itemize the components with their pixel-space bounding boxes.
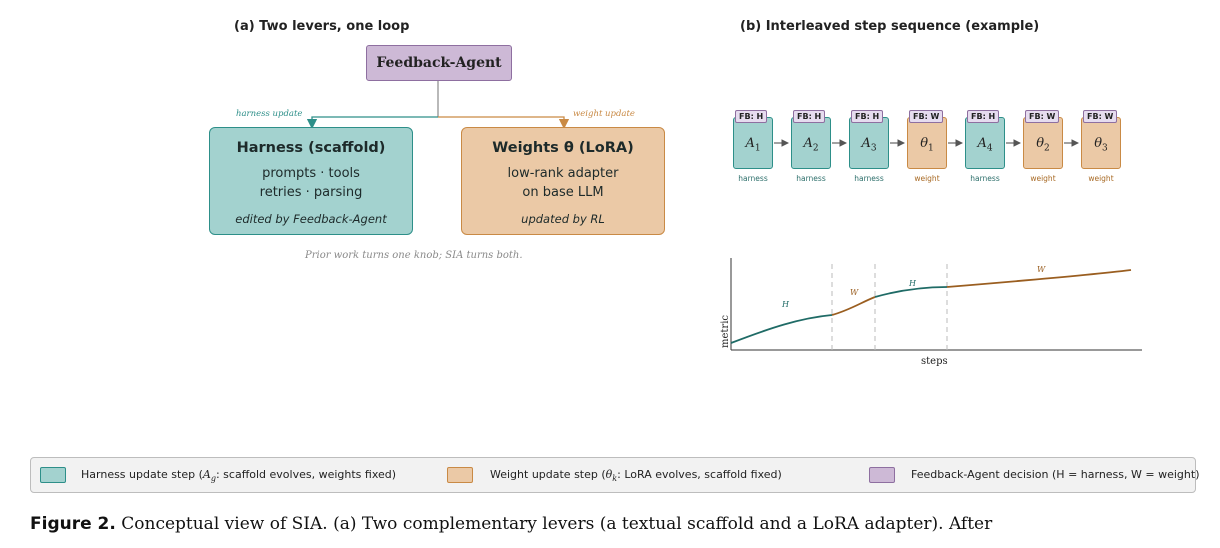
feedback-tag-2: FB: H <box>793 110 826 123</box>
step-kind-label-3: harness <box>854 174 884 183</box>
step-box-1: A1 <box>733 117 773 169</box>
panel-a-connectors <box>306 79 570 130</box>
step-subscript: 3 <box>870 143 877 154</box>
step-symbol: A <box>745 136 755 151</box>
curve-weight-1 <box>831 296 876 316</box>
feedback-tag-4: FB: W <box>909 110 944 123</box>
step-symbol: θ <box>920 136 929 151</box>
legend-harness-label: Harness update step (Ag: scaffold evolve… <box>81 468 397 484</box>
harness-box-note: edited by Feedback-Agent <box>235 212 387 226</box>
step-kind-label-1: harness <box>738 174 768 183</box>
feedback-tag-5: FB: H <box>967 110 1000 123</box>
weights-box-note: updated by RL <box>521 212 605 226</box>
harness-box-line2: retries · parsing <box>259 185 363 200</box>
weight-update-arrow <box>438 116 570 130</box>
step-box-7: θ3 <box>1081 117 1121 169</box>
curve-weight-2 <box>946 269 1132 288</box>
weights-box: Weights θ (LoRA) low-rank adapter on bas… <box>461 127 665 235</box>
panel-a-title: (a) Two levers, one loop <box>234 19 410 34</box>
figure-caption: Figure 2. Conceptual view of SIA. (a) Tw… <box>30 514 992 534</box>
feedback-tag-1: FB: H <box>735 110 768 123</box>
harness-update-label: harness update <box>236 109 303 119</box>
weights-box-title: Weights θ (LoRA) <box>492 140 634 156</box>
figure-caption-label: Figure 2. <box>30 514 116 534</box>
legend-weight-label: Weight update step (θk: LoRA evolves, sc… <box>490 468 782 484</box>
step-symbol: A <box>977 136 987 151</box>
figure-caption-text: Conceptual view of SIA. (a) Two compleme… <box>121 514 993 534</box>
step-box-4: θ1 <box>907 117 947 169</box>
feedback-tag-7: FB: W <box>1083 110 1118 123</box>
segment-label-w1: W <box>850 288 859 297</box>
step-box-6: θ2 <box>1023 117 1063 169</box>
feedback-agent-box: Feedback-Agent <box>366 45 512 81</box>
step-subscript: 4 <box>986 143 993 154</box>
curve-harness-1 <box>730 314 833 344</box>
legend-harness-swatch <box>40 467 66 483</box>
harness-box: Harness (scaffold) prompts · tools retri… <box>209 127 413 235</box>
step-kind-label-4: weight <box>914 174 940 183</box>
segment-label-w2: W <box>1037 265 1046 274</box>
step-arrows <box>774 139 1080 147</box>
legend-feedback-label: Feedback-Agent decision (H = harness, W … <box>911 468 1200 481</box>
weight-update-label: weight update <box>573 109 635 119</box>
step-kind-label-6: weight <box>1030 174 1056 183</box>
step-symbol: A <box>803 136 813 151</box>
step-subscript: 2 <box>1044 143 1050 154</box>
step-subscript: 1 <box>754 143 761 154</box>
chart-y-label: metric <box>720 315 731 348</box>
step-symbol: A <box>861 136 871 151</box>
feedback-tag-3: FB: H <box>851 110 884 123</box>
step-symbol: θ <box>1094 136 1103 151</box>
step-box-5: A4 <box>965 117 1005 169</box>
metric-chart: H W H W steps metric <box>720 258 1142 367</box>
chart-x-label: steps <box>921 356 948 367</box>
weights-box-line2: on base LLM <box>522 185 604 200</box>
harness-update-arrow <box>306 116 438 130</box>
step-symbol: θ <box>1036 136 1045 151</box>
step-box-2: A2 <box>791 117 831 169</box>
step-kind-label-7: weight <box>1088 174 1114 183</box>
harness-box-title: Harness (scaffold) <box>236 140 386 156</box>
step-kind-label-5: harness <box>970 174 1000 183</box>
step-subscript: 1 <box>928 143 934 154</box>
legend-feedback-swatch <box>869 467 895 483</box>
step-subscript: 2 <box>812 143 819 154</box>
weights-box-line1: low-rank adapter <box>507 166 619 181</box>
step-kind-label-2: harness <box>796 174 826 183</box>
segment-label-h2: H <box>908 279 917 288</box>
curve-harness-2 <box>874 286 948 298</box>
legend: Harness update step (Ag: scaffold evolve… <box>30 457 1200 493</box>
feedback-tag-6: FB: W <box>1025 110 1060 123</box>
panel-b-title: (b) Interleaved step sequence (example) <box>740 19 1040 34</box>
segment-label-h1: H <box>781 300 790 309</box>
panel-a-note: Prior work turns one knob; SIA turns bot… <box>305 250 523 261</box>
step-box-3: A3 <box>849 117 889 169</box>
harness-box-line1: prompts · tools <box>262 166 360 181</box>
step-subscript: 3 <box>1102 143 1108 154</box>
legend-weight-swatch <box>447 467 473 483</box>
